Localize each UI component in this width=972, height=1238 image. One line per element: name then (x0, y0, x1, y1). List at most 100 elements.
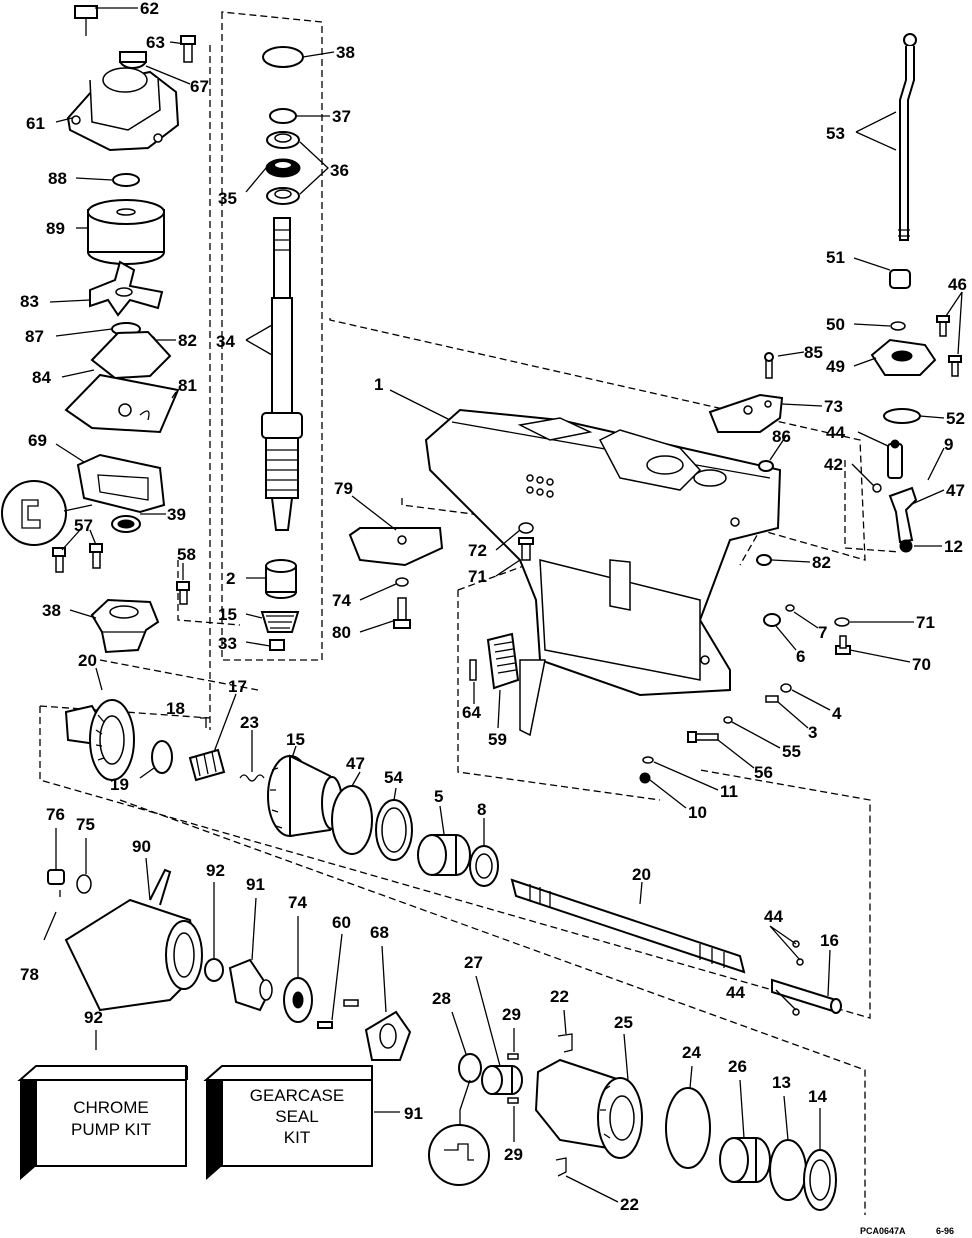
gearcase-seal-kit-box: GEARCASE SEAL KIT (203, 1065, 373, 1180)
callout-54: 55 (782, 742, 801, 761)
figure-date: 6-96 (936, 1226, 954, 1236)
callout-52: 53 (826, 124, 845, 143)
callout-50: 51 (826, 248, 845, 267)
callout-16: 16 (820, 931, 839, 950)
callout-89: 91 (246, 875, 265, 894)
callout-48: 49 (826, 357, 845, 376)
callout-51: 52 (946, 409, 965, 428)
callout-18: 18 (166, 699, 185, 718)
callout-29b: 29 (504, 1145, 523, 1164)
callout-47: 47 (346, 754, 365, 773)
o-ring-47 (331, 785, 373, 855)
callout-44b: 44 (726, 983, 745, 1002)
callout-8: 8 (477, 800, 486, 819)
shift-housing-48 (870, 338, 937, 376)
bearing-2 (265, 559, 297, 599)
o-ring-7 (785, 604, 795, 612)
connector-42 (887, 439, 903, 479)
callout-62: 64 (462, 703, 481, 722)
o-ring-11 (642, 756, 654, 764)
gearcase-seal-kit-line1: GEARCASE (250, 1086, 344, 1105)
callout-21: 20 (78, 651, 97, 670)
shift-lever-46 (888, 486, 918, 544)
callout-23: 23 (240, 713, 259, 732)
callout-73: 75 (76, 815, 95, 834)
o-ring-51 (883, 408, 921, 424)
retainer-22 (555, 1033, 573, 1177)
gearcase-housing-1 (424, 408, 782, 737)
bearing-housing-25 (534, 1058, 643, 1159)
screw-77 (393, 597, 411, 629)
callout-5: 5 (434, 787, 443, 806)
water-screen-57 (486, 632, 520, 690)
pin-44 (792, 940, 804, 1016)
chrome-pump-kit-line1: CHROME (73, 1098, 149, 1117)
callout-53: 54 (384, 768, 403, 787)
thrust-washer-14 (803, 1149, 837, 1211)
callout-70: 73 (824, 397, 843, 416)
gearcase-seal-kit-line2: SEAL (275, 1107, 318, 1126)
screw-54 (723, 716, 733, 724)
callout-17: 17 (228, 677, 247, 696)
nut-31 (269, 639, 285, 651)
callout-28: 28 (432, 989, 451, 1008)
callout-45: 46 (948, 275, 967, 294)
callout-46: 47 (946, 481, 965, 500)
callout-75: 78 (20, 965, 39, 984)
trim-tab-76 (348, 527, 444, 567)
bearing-8 (469, 845, 499, 887)
callout-63: 68 (370, 923, 389, 942)
seal-36 (269, 108, 297, 124)
callout-87: 89 (46, 219, 65, 238)
callout-11: 11 (720, 782, 738, 801)
callouts: 62 63 67 61 88 89 83 87 82 84 81 69 39 5… (20, 0, 967, 1214)
callout-6: 6 (796, 647, 805, 666)
callout-12: 12 (944, 537, 963, 556)
driveshaft-33 (261, 217, 303, 531)
bearing-19 (151, 740, 173, 774)
callout-37: 38 (336, 43, 355, 62)
washer-71 (395, 577, 409, 587)
callout-19: 19 (110, 775, 129, 794)
sealant-callout-left (1, 480, 93, 546)
figure-code: PCA0647A (860, 1226, 906, 1236)
o-ring-4 (780, 683, 792, 693)
callout-84: 86 (772, 427, 791, 446)
seal-28 (458, 1053, 482, 1083)
nut-74 (47, 869, 65, 885)
o-ring-24 (665, 1087, 711, 1169)
callout-1: 1 (374, 375, 383, 394)
o-ring-86 (112, 173, 140, 187)
nut-78 (756, 554, 772, 566)
bearing-26 (719, 1137, 771, 1183)
cover-70 (708, 393, 784, 433)
screw-3 (765, 695, 779, 703)
callout-44a: 44 (764, 907, 783, 926)
impeller-89 (228, 958, 273, 1012)
callout-38: 38 (42, 601, 61, 620)
pinion-gear-15-top (260, 611, 300, 633)
callout-81: 83 (20, 292, 39, 311)
bearing-35a (266, 131, 300, 149)
shift-rod-52 (898, 33, 917, 241)
gearcase-seal-kit-line3: KIT (284, 1128, 310, 1147)
callout-14: 14 (808, 1087, 827, 1106)
callout-22b: 22 (620, 1195, 639, 1214)
bearing-5 (417, 834, 471, 876)
gasket-65 (76, 453, 166, 514)
callout-15a: 15 (218, 605, 237, 624)
callout-64: 67 (190, 77, 209, 96)
impeller-81 (89, 260, 164, 317)
callout-82: 84 (32, 368, 51, 387)
callout-69: 72 (468, 541, 487, 560)
callout-7: 7 (818, 623, 827, 642)
screw-56b (176, 581, 190, 605)
callout-88: 90 (132, 837, 151, 856)
callout-4: 4 (832, 704, 842, 723)
callout-26: 26 (728, 1057, 747, 1076)
washer-72 (283, 977, 313, 1023)
screw-56 (52, 543, 103, 573)
callout-33: 34 (216, 332, 235, 351)
washer-67 (834, 617, 850, 627)
pin-41 (872, 483, 882, 493)
